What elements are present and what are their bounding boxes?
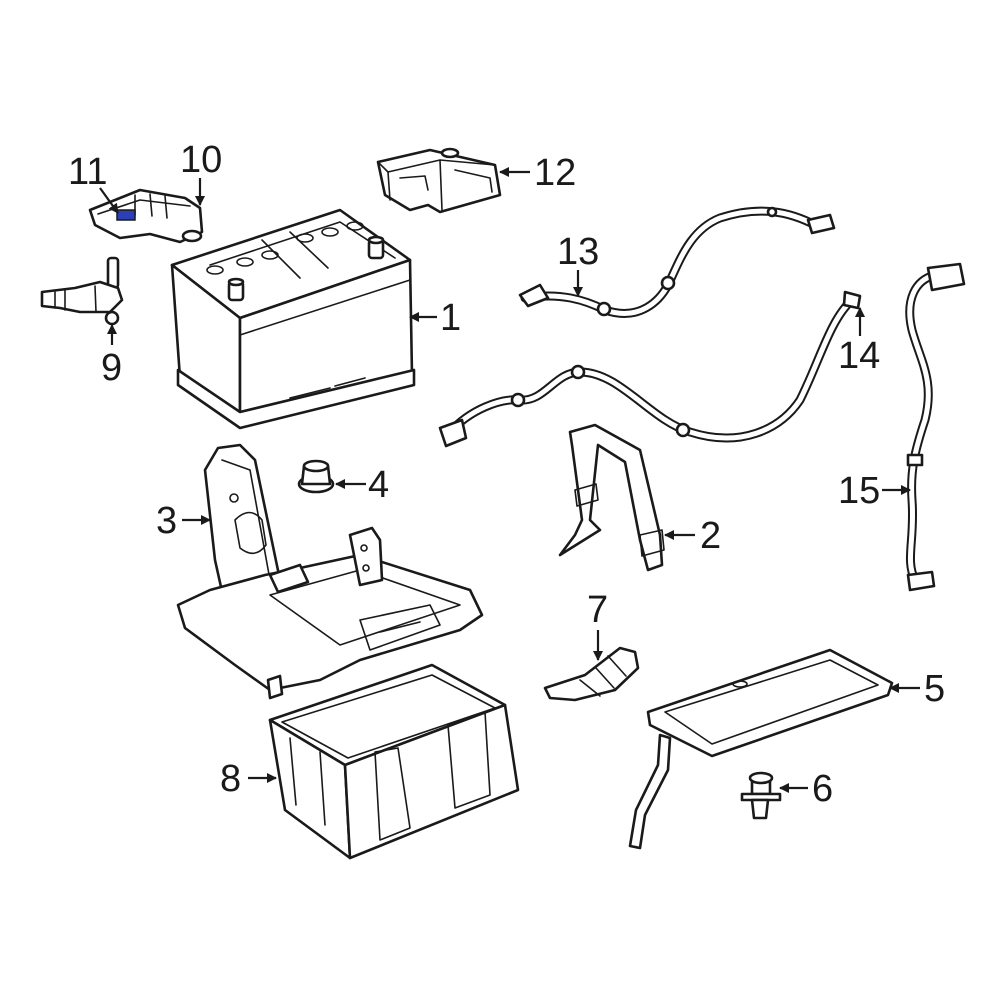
leader-11 bbox=[99, 187, 119, 214]
sensor-harness bbox=[905, 262, 966, 592]
bolt bbox=[740, 771, 782, 820]
callout-9: 9 bbox=[101, 347, 122, 389]
callout-15: 15 bbox=[838, 470, 880, 512]
battery-tray-pan bbox=[628, 648, 894, 850]
callout-14: 14 bbox=[838, 335, 880, 377]
callout-6: 6 bbox=[812, 768, 833, 810]
callout-8: 8 bbox=[220, 758, 241, 800]
callout-4: 4 bbox=[368, 464, 389, 506]
heat-shield bbox=[543, 646, 640, 702]
callout-5: 5 bbox=[924, 668, 945, 710]
highlighted-fuse bbox=[116, 209, 136, 221]
callout-11: 11 bbox=[68, 151, 107, 193]
positive-cable bbox=[438, 290, 862, 448]
callout-1: 1 bbox=[440, 297, 461, 339]
callout-12: 12 bbox=[534, 152, 576, 194]
nut bbox=[297, 459, 335, 494]
callout-3: 3 bbox=[156, 500, 177, 542]
battery bbox=[170, 208, 416, 430]
battery-insulator bbox=[268, 663, 520, 860]
callout-10: 10 bbox=[180, 139, 222, 181]
battery-sensor bbox=[40, 256, 124, 326]
battery-tray bbox=[176, 443, 484, 700]
negative-cable bbox=[518, 206, 836, 318]
callout-2: 2 bbox=[700, 515, 721, 557]
callout-7: 7 bbox=[587, 589, 608, 631]
hold-down-strap bbox=[558, 423, 665, 572]
fuse-box-cover bbox=[376, 147, 502, 214]
callout-13: 13 bbox=[557, 231, 599, 273]
